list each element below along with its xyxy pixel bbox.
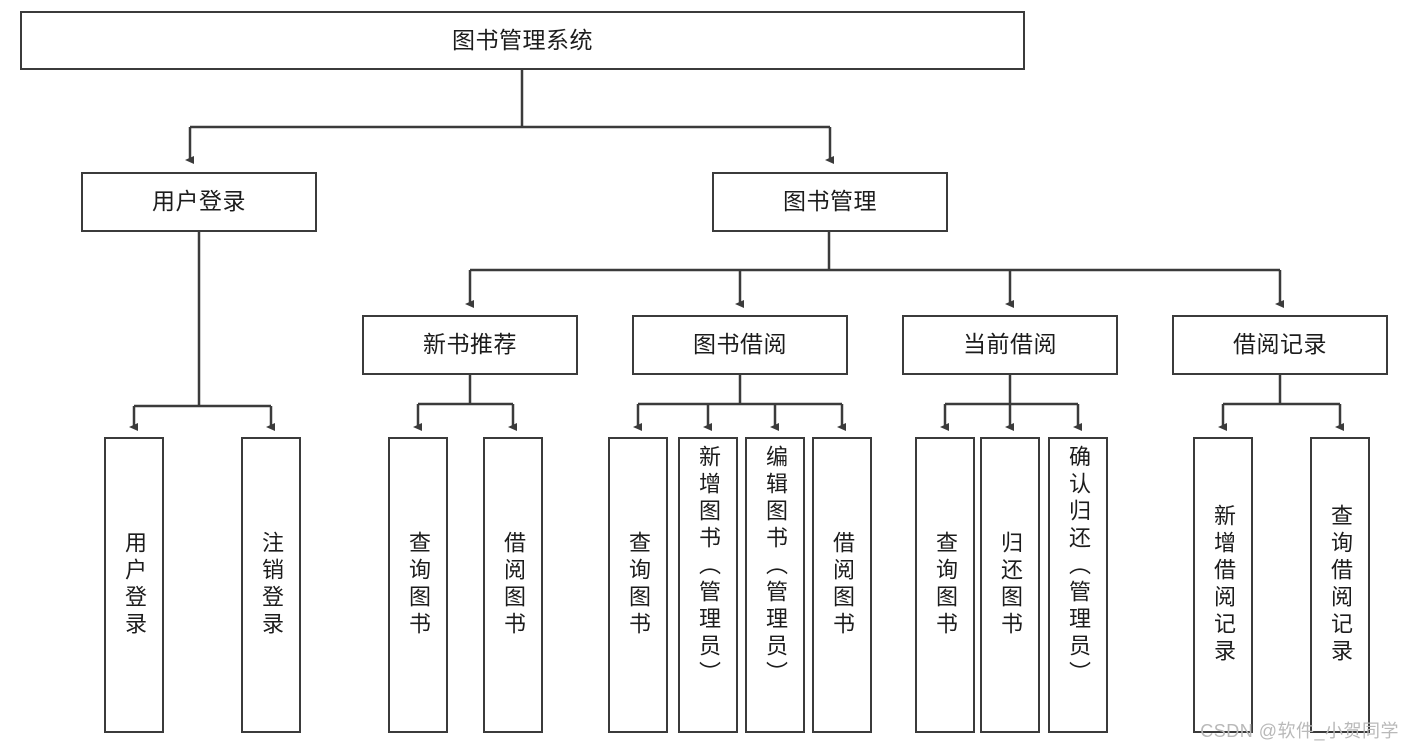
leaf-query-book-3[interactable]: 查询图书 <box>915 437 975 733</box>
leaf-query-record-label: 查询借阅记录 <box>1328 504 1353 666</box>
leaf-query-book-3-label: 查询图书 <box>933 531 958 639</box>
leaf-edit-book[interactable]: 编辑图书（管理员） <box>745 437 805 733</box>
node-user-login-label: 用户登录 <box>152 188 246 215</box>
node-new-book-recommend-label: 新书推荐 <box>423 331 517 358</box>
node-root[interactable]: 图书管理系统 <box>20 11 1025 70</box>
leaf-return-book[interactable]: 归还图书 <box>980 437 1040 733</box>
leaf-user-login-label: 用户登录 <box>122 531 147 639</box>
leaf-borrow-book-1[interactable]: 借阅图书 <box>483 437 543 733</box>
node-borrow-record-label: 借阅记录 <box>1233 331 1327 358</box>
leaf-borrow-book-2[interactable]: 借阅图书 <box>812 437 872 733</box>
watermark: CSDN @软件_小贺同学 <box>1200 721 1399 741</box>
node-book-management[interactable]: 图书管理 <box>712 172 948 232</box>
leaf-logout-login[interactable]: 注销登录 <box>241 437 301 733</box>
leaf-add-book[interactable]: 新增图书（管理员） <box>678 437 738 733</box>
node-current-borrow-label: 当前借阅 <box>963 331 1057 358</box>
leaf-confirm-return-label: 确认归还（管理员） <box>1066 445 1091 688</box>
node-current-borrow[interactable]: 当前借阅 <box>902 315 1118 375</box>
leaf-borrow-book-1-label: 借阅图书 <box>501 531 526 639</box>
leaf-query-book-1[interactable]: 查询图书 <box>388 437 448 733</box>
leaf-confirm-return[interactable]: 确认归还（管理员） <box>1048 437 1108 733</box>
leaf-query-book-1-label: 查询图书 <box>406 531 431 639</box>
leaf-query-book-2[interactable]: 查询图书 <box>608 437 668 733</box>
node-user-login[interactable]: 用户登录 <box>81 172 317 232</box>
node-new-book-recommend[interactable]: 新书推荐 <box>362 315 578 375</box>
leaf-add-book-label: 新增图书（管理员） <box>696 445 721 688</box>
leaf-edit-book-label: 编辑图书（管理员） <box>763 445 788 688</box>
leaf-query-record[interactable]: 查询借阅记录 <box>1310 437 1370 733</box>
node-book-borrow-label: 图书借阅 <box>693 331 787 358</box>
node-book-management-label: 图书管理 <box>783 188 877 215</box>
leaf-logout-login-label: 注销登录 <box>259 531 284 639</box>
leaf-user-login[interactable]: 用户登录 <box>104 437 164 733</box>
leaf-borrow-book-2-label: 借阅图书 <box>830 531 855 639</box>
leaf-add-record-label: 新增借阅记录 <box>1211 504 1236 666</box>
leaf-query-book-2-label: 查询图书 <box>626 531 651 639</box>
node-book-borrow[interactable]: 图书借阅 <box>632 315 848 375</box>
leaf-add-record[interactable]: 新增借阅记录 <box>1193 437 1253 733</box>
node-root-label: 图书管理系统 <box>452 26 593 53</box>
node-borrow-record[interactable]: 借阅记录 <box>1172 315 1388 375</box>
leaf-return-book-label: 归还图书 <box>998 531 1023 639</box>
